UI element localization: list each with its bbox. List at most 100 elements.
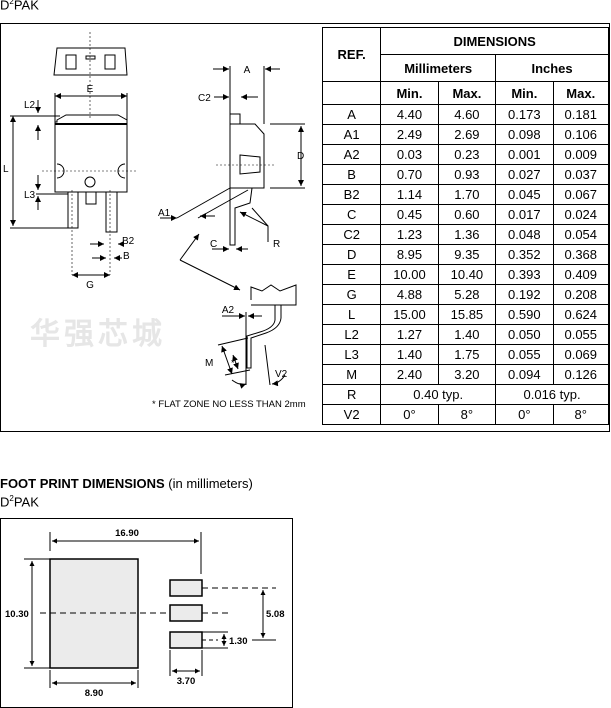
ref-cell: D	[321, 244, 382, 265]
value-cell: 0.106	[552, 124, 610, 145]
value-cell: 8°	[552, 404, 610, 425]
ref-cell: B	[321, 164, 382, 185]
value-cell: 0.393	[495, 264, 554, 285]
value-cell: 3.20	[437, 364, 497, 385]
ref-cell: C	[321, 204, 382, 225]
ref-cell: R	[321, 384, 382, 405]
package-prefix: D	[0, 0, 10, 13]
value-cell: 0.094	[495, 364, 554, 385]
front-view-body	[54, 114, 128, 193]
value-cell: 0.192	[495, 284, 554, 305]
side-view-body	[229, 123, 265, 189]
value-cell: 0.181	[552, 104, 610, 125]
mm-header: Millimeters	[380, 54, 497, 82]
ref-cell: A2	[321, 144, 382, 165]
label-L3: L3	[24, 190, 36, 201]
value-cell: 0.045	[495, 184, 554, 205]
package-title: D2PAK	[0, 0, 39, 12]
value-cell: 1.36	[437, 224, 497, 245]
value-cell: 0.098	[495, 124, 554, 145]
value-cell: 0°	[495, 404, 554, 425]
dim-lead-width: 1.30	[229, 636, 248, 647]
value-cell: 0.001	[495, 144, 554, 165]
watermark: 华强芯城	[30, 318, 166, 351]
value-cell: 0.126	[552, 364, 610, 385]
value-cell: 0.050	[495, 324, 554, 345]
ref-cell: L	[321, 304, 382, 325]
package-superscript: 2	[9, 494, 14, 503]
value-cell: 0.054	[552, 224, 610, 245]
value-cell: 0.173	[495, 104, 554, 125]
value-cell: 0.037	[552, 164, 610, 185]
ref-cell: G	[321, 284, 382, 305]
in-typ-cell: 0.016 typ.	[495, 384, 609, 405]
label-flat-zone: *	[231, 358, 235, 368]
value-cell: 0.017	[495, 204, 554, 225]
label-R: R	[273, 239, 280, 250]
dim-height: 10.30	[5, 609, 29, 620]
package-suffix: PAK	[13, 0, 39, 13]
package-drawing-frame	[0, 23, 610, 432]
label-A: A	[244, 65, 251, 76]
value-cell: 4.40	[380, 104, 439, 125]
package-prefix: D	[0, 494, 10, 510]
inches-header: Inches	[495, 54, 609, 82]
value-cell: 0.055	[495, 344, 554, 365]
value-cell: 9.35	[437, 244, 497, 265]
value-cell: 1.40	[437, 324, 497, 345]
value-cell: 0.048	[495, 224, 554, 245]
value-cell: 0.352	[495, 244, 554, 265]
ref-cell: V2	[321, 404, 382, 425]
value-cell: 0.409	[552, 264, 610, 285]
value-cell: 10.00	[380, 264, 439, 285]
dimensions-header: DIMENSIONS	[380, 27, 609, 55]
package-suffix: PAK	[13, 494, 39, 510]
dimensions-table: REF. DIMENSIONS Millimeters Inches Min. …	[321, 27, 610, 425]
label-L: L	[3, 164, 9, 175]
ref-cell: M	[321, 364, 382, 385]
value-cell: 0.368	[552, 244, 610, 265]
footprint-title-bold: FOOT PRINT DIMENSIONS	[0, 476, 165, 491]
ref-cell: L3	[321, 344, 382, 365]
value-cell: 0.45	[380, 204, 439, 225]
value-cell: 1.40	[380, 344, 439, 365]
value-cell: 0.208	[552, 284, 610, 305]
label-M: M	[205, 358, 213, 369]
value-cell: 1.70	[437, 184, 497, 205]
mm-typ-cell: 0.40 typ.	[380, 384, 497, 405]
value-cell: 1.27	[380, 324, 439, 345]
label-E: E	[87, 84, 94, 95]
value-cell: 8°	[437, 404, 497, 425]
value-cell: 8.95	[380, 244, 439, 265]
ref-cell: E	[321, 264, 382, 285]
label-B2: B2	[122, 236, 135, 247]
top-view-body	[53, 47, 128, 76]
table-row: R 0.40 typ. 0.016 typ.	[321, 384, 609, 405]
value-cell: 0.03	[380, 144, 439, 165]
table-row: V2 0° 8° 0° 8°	[321, 404, 610, 425]
value-cell: 0°	[380, 404, 439, 425]
ref-cell: B2	[321, 184, 382, 205]
value-cell: 0.067	[552, 184, 610, 205]
blank-cell	[321, 81, 382, 105]
value-cell: 0.70	[380, 164, 439, 185]
ref-cell: C2	[321, 224, 382, 245]
dim-overall: 16.90	[115, 528, 139, 539]
in-min-header: Min.	[495, 81, 554, 105]
value-cell: 2.69	[437, 124, 497, 145]
value-cell: 0.624	[552, 304, 610, 325]
ref-cell: A	[321, 104, 382, 125]
label-A2: A2	[222, 305, 235, 316]
label-C2: C2	[198, 93, 211, 104]
detail-body	[250, 284, 297, 306]
